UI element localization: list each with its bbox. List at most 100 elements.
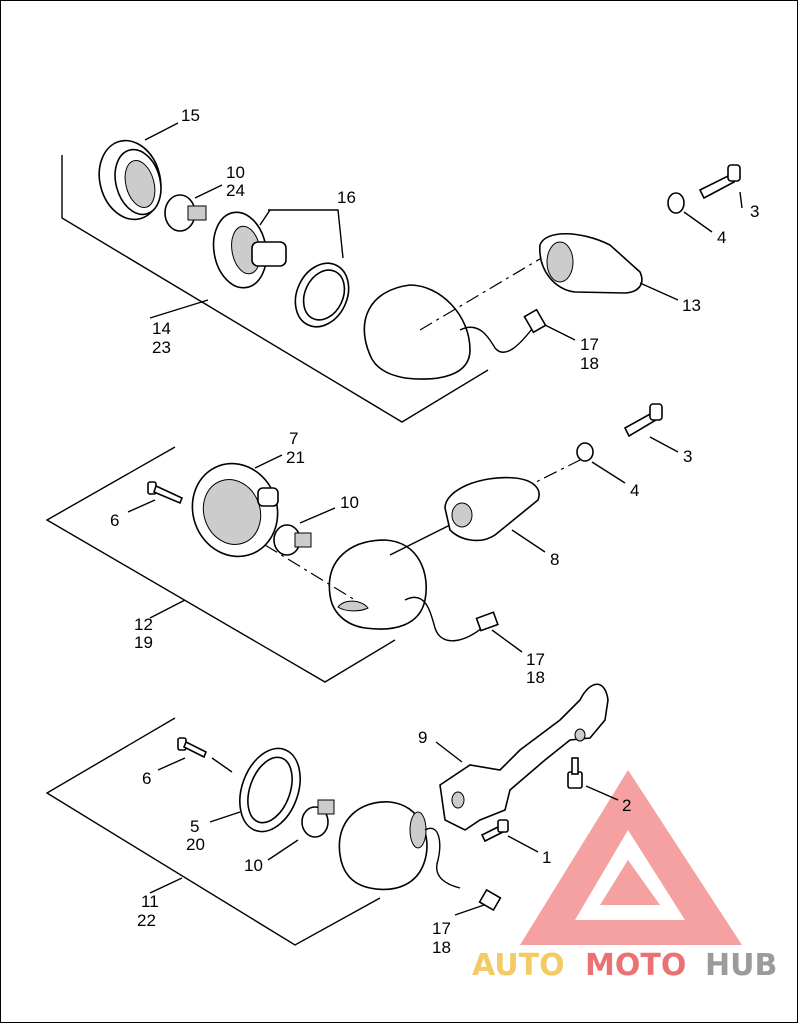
leader-6-a [127,499,156,513]
housing-7-21 [191,462,279,558]
mount-8 [444,476,540,542]
leader-7-21 [254,454,283,469]
leader-3-a [739,191,743,209]
group-3-bracket-line [45,717,381,946]
label-24: 24 [226,181,245,200]
label-1: 1 [542,848,551,867]
label-15: 15 [181,106,200,125]
wire-2 [404,596,486,642]
lens-back-3 [409,811,427,849]
bulb-10-c [301,799,335,838]
group-3-assembly-leader [149,877,183,894]
housing-ring-15 [98,139,162,221]
leader-1 [507,835,539,853]
label-10-a: 10 [226,163,245,182]
label-9: 9 [418,728,427,747]
label-6-b: 6 [142,769,151,788]
label-18-a: 18 [580,354,599,373]
leader-5-20 [209,811,241,823]
label-7: 7 [289,429,298,448]
leader-6-b [157,757,186,771]
label-17-b: 17 [526,650,545,669]
group-1-bracket-line [61,155,489,423]
label-17-a: 17 [580,335,599,354]
screw-6-b [177,737,208,759]
label-2: 2 [622,796,631,815]
screw-3-a [698,164,741,200]
label-21: 21 [286,448,305,467]
label-19: 19 [134,633,153,652]
leader-10-c [267,839,299,861]
label-18-c: 18 [432,938,451,957]
leader-4-a [683,211,713,233]
lens-ring-16 [294,262,350,328]
group-2-assembly-leader [149,599,186,619]
leader-9 [435,741,463,763]
leader-16 [259,209,344,259]
bulb-10-24 [164,194,207,232]
watermark-logo [520,770,742,945]
connector-3 [478,888,502,912]
ring-5-20 [239,747,301,833]
group-2-assembly: 7 21 6 10 3 4 8 17 18 12 19 [45,403,692,687]
leader-10-24 [194,184,223,199]
leader-3-b [649,436,679,453]
washer-4-a [667,192,685,214]
leader-13 [639,282,679,301]
screw-6-a [147,481,184,505]
label-18-b: 18 [526,668,545,687]
leader-17-18-b [491,629,523,653]
label-4-b: 4 [630,481,639,500]
label-13: 13 [682,296,701,315]
leader-10-b [299,507,336,524]
label-3-b: 3 [683,447,692,466]
washer-4-b [576,442,594,462]
connector-1 [523,308,547,334]
mount-13 [539,232,643,294]
group-2-bracket-line [45,446,396,683]
label-10-b: 10 [340,493,359,512]
wire-1 [459,324,536,353]
label-10-c: 10 [244,856,263,875]
label-8: 8 [550,550,559,569]
label-11: 11 [141,892,159,911]
lens-dome-2 [328,539,427,630]
leader-17-18-a [544,324,576,341]
label-6-a: 6 [110,511,119,530]
lens-dome-3 [338,801,428,891]
lens-dome-1 [363,284,471,380]
connector-2 [475,611,499,632]
leader-15 [144,122,179,141]
watermark-text-hub: HUB [705,948,777,983]
group-2-axis-a [264,544,356,601]
group-3-assembly: 9 2 6 5 20 1 10 17 18 11 22 [45,683,631,957]
bulb-10-b [273,524,312,556]
label-4-a: 4 [717,228,726,247]
lens-reflector-2 [337,600,369,612]
group-1-assembly-leader [149,299,209,319]
label-3-a: 3 [750,202,759,221]
watermark-text-moto: MOTO [585,948,686,983]
label-14: 14 [152,319,171,338]
label-23: 23 [152,338,171,357]
screw-3-b [623,403,663,438]
socket-16 [212,211,287,289]
leader-8 [511,529,546,553]
bracket-9 [439,683,609,831]
label-20: 20 [186,835,205,854]
leader-17-18-c [454,904,485,916]
group-1-assembly: 15 10 24 16 3 4 13 17 18 14 23 [61,106,759,423]
screw-1 [480,819,509,843]
leader-2 [585,785,619,801]
label-12: 12 [134,615,153,634]
wire-3 [424,827,461,889]
label-5: 5 [190,817,199,836]
watermark-text-auto: AUTO [472,948,565,983]
label-22: 22 [137,911,156,930]
label-16: 16 [337,188,356,207]
leader-6-b-axis [211,757,233,773]
label-17-c: 17 [432,919,451,938]
bolt-2 [567,757,583,789]
